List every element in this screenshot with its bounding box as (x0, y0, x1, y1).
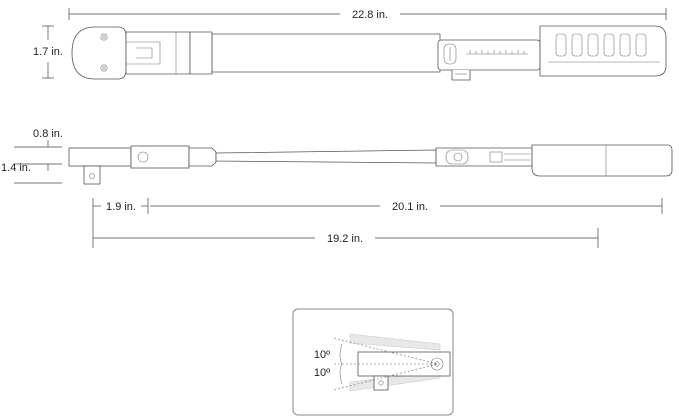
yoke (125, 31, 191, 75)
head-screw-bottom (100, 64, 108, 72)
wrench-top-view: 22.8 in. 1.7 in. (33, 8, 667, 81)
adjust-knob (443, 43, 457, 65)
side-collar (188, 147, 217, 167)
square-drive (83, 165, 101, 185)
side-shaft (215, 149, 437, 164)
side-scale-body (435, 147, 533, 167)
grip-ribs (555, 33, 647, 57)
scale-ticks (469, 50, 525, 54)
side-yoke (130, 145, 190, 169)
ratchet-head (71, 26, 127, 80)
pivot-pin (137, 151, 149, 163)
head-thickness-label: 0.8 in. (33, 128, 63, 140)
head-screw-top (100, 33, 108, 41)
wrench-side-view: 0.8 in. 1.4 in. (1, 128, 673, 185)
drive-offset-label: 1.9 in. (106, 201, 136, 213)
collar (189, 31, 213, 75)
handle-grip (539, 25, 667, 77)
shaft (211, 33, 441, 73)
angle-up-label: 10º (314, 349, 330, 361)
side-handle (531, 144, 673, 177)
length-dimensions: 1.9 in. 20.1 in. 19.2 in. (92, 198, 663, 248)
angle-down-label: 10º (314, 367, 330, 379)
side-lock (489, 151, 503, 163)
pivot-length-label: 19.2 in. (327, 233, 363, 245)
side-head (68, 147, 132, 167)
effective-length-label: 20.1 in. (392, 201, 428, 213)
drive-height-label: 1.4 in. (1, 162, 31, 174)
head-height-label: 1.7 in. (33, 46, 63, 58)
swivel-detail-inset: 10º 10º (292, 308, 454, 416)
side-knob (445, 149, 469, 165)
lock-clip (451, 70, 471, 81)
detail-drive (373, 375, 389, 391)
overall-length-label: 22.8 in. (352, 9, 388, 21)
